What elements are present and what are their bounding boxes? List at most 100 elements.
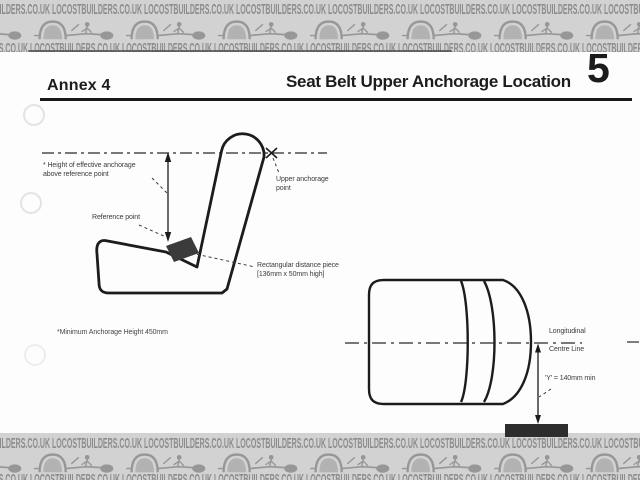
watermark-text: LOCOSTBUILDERS.CO.UK [236,1,327,18]
watermark-unit: LOCOSTBUILDERS.CO.UK [30,471,122,480]
watermark-text: LOCOSTBUILDERS.CO.UK [52,1,143,18]
upper-anchorage-point-label: Upper anchorage point [276,176,329,192]
watermark-text: LOCOSTBUILDERS.CO.UK [582,471,640,480]
watermark-text: LOCOSTBUILDERS.CO.UK [122,471,213,480]
arrowhead-up-icon [535,343,541,353]
watermark-text: LOCOSTBUILDERS.CO.UK [604,435,640,452]
reference-point-label: Reference point [92,214,140,221]
distance-piece-label: Rectangular distance piece [136mm x 50mm… [257,262,339,278]
watermark-unit [34,16,126,42]
watermark-text: LOCOSTBUILDERS.CO.UK [512,1,603,18]
watermark-text: LOCOSTBUILDERS.CO.UK [30,40,121,52]
seat-top-view-diagram [345,278,639,437]
watermark-unit [0,16,34,42]
backrest-contour-outer [482,280,496,403]
car-icon [586,16,640,42]
watermark-unit: LOCOSTBUILDERS.CO.UK [604,1,640,19]
watermark-text: LOCOSTBUILDERS.CO.UK [328,435,419,452]
watermark-unit: LOCOSTBUILDERS.CO.UK [490,40,582,52]
watermark-unit: LOCOSTBUILDERS.CO.UK [398,471,490,480]
watermark-unit: LOCOSTBUILDERS.CO.UK [144,1,236,19]
watermark-unit: LOCOSTBUILDERS.CO.UK [582,471,640,480]
watermark-unit [218,16,310,42]
page-number: 5 [587,45,610,91]
watermark-unit: LOCOSTBUILDERS.CO.UK [52,435,144,453]
watermark-banner-bottom: LOCOSTBUILDERS.CO.UK LOCOSTBUILDERS.CO.U… [0,433,640,480]
watermark-unit: LOCOSTBUILDERS.CO.UK [306,471,398,480]
watermark-unit: LOCOSTBUILDERS.CO.UK [0,471,30,480]
watermark-unit: LOCOSTBUILDERS.CO.UK [236,1,328,19]
watermark-text: LOCOSTBUILDERS.CO.UK [420,435,511,452]
leader-line [538,388,552,398]
car-icon [126,16,210,42]
watermark-unit: LOCOSTBUILDERS.CO.UK [30,40,122,52]
watermark-unit: LOCOSTBUILDERS.CO.UK [236,435,328,453]
watermark-text: LOCOSTBUILDERS.CO.UK [490,40,581,52]
watermark-text: LOCOSTBUILDERS.CO.UK [512,435,603,452]
watermark-text: LOCOSTBUILDERS.CO.UK [236,435,327,452]
watermark-unit: LOCOSTBUILDERS.CO.UK [490,471,582,480]
hole-punch-mark [24,344,46,366]
leader-line [272,157,280,174]
watermark-text: LOCOSTBUILDERS.CO.UK [144,435,235,452]
watermark-text: LOCOSTBUILDERS.CO.UK [0,40,29,52]
annex-label: Annex 4 [47,77,111,94]
watermark-unit: LOCOSTBUILDERS.CO.UK [214,40,306,52]
watermark-text: LOCOSTBUILDERS.CO.UK [582,40,640,52]
y-dimension-label: 'Y' = 140mm min [545,375,596,382]
watermark-text-row: LOCOSTBUILDERS.CO.UK LOCOSTBUILDERS.CO.U… [0,1,640,19]
rectangular-distance-piece [166,237,199,262]
longitudinal-label: Longitudinal [549,328,586,335]
height-of-anchorage-label: * Height of effective anchorage above re… [43,162,136,178]
watermark-text: LOCOSTBUILDERS.CO.UK [328,1,419,18]
watermark-text: LOCOSTBUILDERS.CO.UK [30,471,121,480]
watermark-unit: LOCOSTBUILDERS.CO.UK [214,471,306,480]
watermark-unit: LOCOSTBUILDERS.CO.UK [0,1,52,19]
car-icon [402,16,486,42]
car-icon [34,16,118,42]
centre-line-label: Centre Line [549,346,585,353]
watermark-unit [586,16,640,42]
watermark-text-row: LOCOSTBUILDERS.CO.UK LOCOSTBUILDERS.CO.U… [0,435,640,453]
watermark-text: LOCOSTBUILDERS.CO.UK [490,471,581,480]
watermark-text: LOCOSTBUILDERS.CO.UK [398,471,489,480]
watermark-unit: LOCOSTBUILDERS.CO.UK [0,435,52,453]
watermark-unit: LOCOSTBUILDERS.CO.UK [604,435,640,453]
seat-top-outline [367,278,533,406]
watermark-unit: LOCOSTBUILDERS.CO.UK [328,1,420,19]
watermark-text: LOCOSTBUILDERS.CO.UK [306,40,397,52]
watermark-text: LOCOSTBUILDERS.CO.UK [420,1,511,18]
car-icon [494,16,578,42]
watermark-text: LOCOSTBUILDERS.CO.UK [52,435,143,452]
watermark-unit: LOCOSTBUILDERS.CO.UK [398,40,490,52]
watermark-unit: LOCOSTBUILDERS.CO.UK [420,435,512,453]
watermark-text: LOCOSTBUILDERS.CO.UK [122,40,213,52]
page-title: Seat Belt Upper Anchorage Location [286,72,571,91]
watermark-text: LOCOSTBUILDERS.CO.UK [0,471,29,480]
leader-line [138,224,167,238]
minimum-anchorage-footnote: *Minimum Anchorage Height 450mm [57,329,168,336]
arrowhead-up-icon [164,152,172,162]
upper-anchorage-x-mark [265,147,278,159]
car-icon [0,16,26,42]
watermark-unit: LOCOSTBUILDERS.CO.UK [122,471,214,480]
watermark-text: LOCOSTBUILDERS.CO.UK [214,471,305,480]
watermark-text: LOCOSTBUILDERS.CO.UK [306,471,397,480]
watermark-text: LOCOSTBUILDERS.CO.UK [604,1,640,18]
watermark-unit: LOCOSTBUILDERS.CO.UK [512,435,604,453]
arrowhead-down-icon [535,415,541,424]
watermark-unit [494,16,586,42]
watermark-unit: LOCOSTBUILDERS.CO.UK [144,435,236,453]
leader-line [151,177,168,194]
watermark-unit: LOCOSTBUILDERS.CO.UK [0,40,30,52]
watermark-text-row: LOCOSTBUILDERS.CO.UK LOCOSTBUILDERS.CO.U… [0,40,640,52]
watermark-text: LOCOSTBUILDERS.CO.UK [0,435,51,452]
watermark-unit: LOCOSTBUILDERS.CO.UK [122,40,214,52]
watermark-unit [310,16,402,42]
leader-line [190,252,256,268]
watermark-car-row [0,16,640,42]
watermark-unit: LOCOSTBUILDERS.CO.UK [582,40,640,52]
car-icon [310,16,394,42]
watermark-unit: LOCOSTBUILDERS.CO.UK [52,1,144,19]
